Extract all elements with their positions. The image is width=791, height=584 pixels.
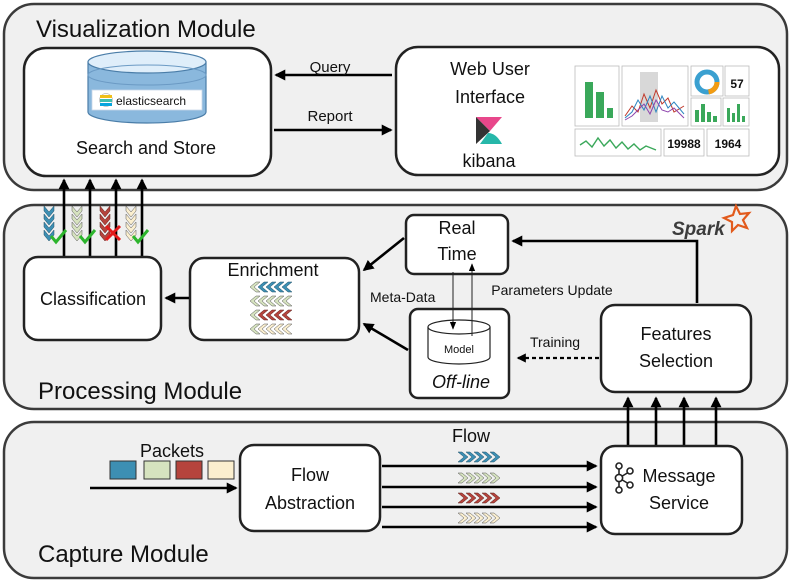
- spark-brand: Spark: [672, 219, 726, 240]
- real-time-label-line1: Real: [438, 218, 475, 238]
- dashboard-thumbnail: 57 19988 1964: [574, 65, 750, 157]
- web-ui-label-line2: Interface: [455, 87, 525, 107]
- dashboard-metric-1964: 1964: [715, 137, 742, 151]
- message-service-box: [599, 444, 744, 536]
- elasticsearch-logo-icon: [99, 93, 113, 107]
- offline-to-enrichment-arrow: [362, 322, 409, 352]
- offline-label: Off-line: [432, 372, 490, 392]
- cross-icon: [104, 224, 122, 242]
- packets-icons: [109, 460, 235, 480]
- check-icon: [49, 229, 68, 245]
- enrichment-box: [188, 256, 361, 342]
- check-icon: [131, 229, 150, 245]
- real-time-box: [404, 213, 510, 276]
- real-time-label-line2: Time: [437, 244, 476, 264]
- dashboard-metric-57: 57: [730, 77, 744, 91]
- enrichment-label: Enrichment: [227, 260, 318, 280]
- search-store-label: Search and Store: [76, 138, 216, 158]
- meta-data-label: Meta-Data: [370, 289, 436, 305]
- features-selection-label-line2: Selection: [639, 351, 713, 371]
- spark-logo-icon: [721, 203, 752, 234]
- check-icon: [78, 229, 97, 245]
- realtime-to-enrichment-arrow: [362, 236, 405, 272]
- web-ui-label-line1: Web User: [450, 59, 530, 79]
- capture-module-title: Capture Module: [38, 541, 209, 568]
- flow-abstraction-box: [238, 443, 382, 533]
- classified-flows-icons: [43, 205, 137, 242]
- query-label: Query: [310, 59, 351, 76]
- enrichment-flows-icons: [249, 281, 293, 335]
- database-icon: [87, 50, 207, 124]
- flow-abstraction-label-line2: Abstraction: [265, 493, 355, 513]
- model-label: Model: [444, 344, 474, 356]
- parameters-update-arrow: [511, 235, 699, 303]
- processing-module-title: Processing Module: [38, 378, 242, 405]
- kibana-brand: kibana: [462, 151, 516, 171]
- classification-label: Classification: [40, 289, 146, 309]
- kafka-logo-icon: [614, 462, 634, 494]
- flow-chevrons-icons: [457, 451, 501, 524]
- features-selection-box: [599, 303, 753, 394]
- kibana-logo-icon: [476, 117, 502, 144]
- training-label: Training: [530, 334, 580, 350]
- model-cylinder-icon: [427, 319, 491, 365]
- elasticsearch-brand: elasticsearch: [116, 94, 186, 108]
- features-selection-label-line1: Features: [640, 324, 711, 344]
- message-service-label-line2: Service: [649, 493, 709, 513]
- packets-label: Packets: [140, 441, 204, 461]
- visualization-module-title: Visualization Module: [36, 16, 256, 43]
- flow-abstraction-label-line1: Flow: [291, 465, 330, 485]
- dashboard-metric-19988: 19988: [667, 137, 701, 151]
- report-label: Report: [307, 108, 353, 125]
- classification-box: [22, 255, 163, 342]
- parameters-update-label: Parameters Update: [491, 282, 613, 298]
- flow-label: Flow: [452, 426, 491, 446]
- message-service-label-line1: Message: [642, 466, 715, 486]
